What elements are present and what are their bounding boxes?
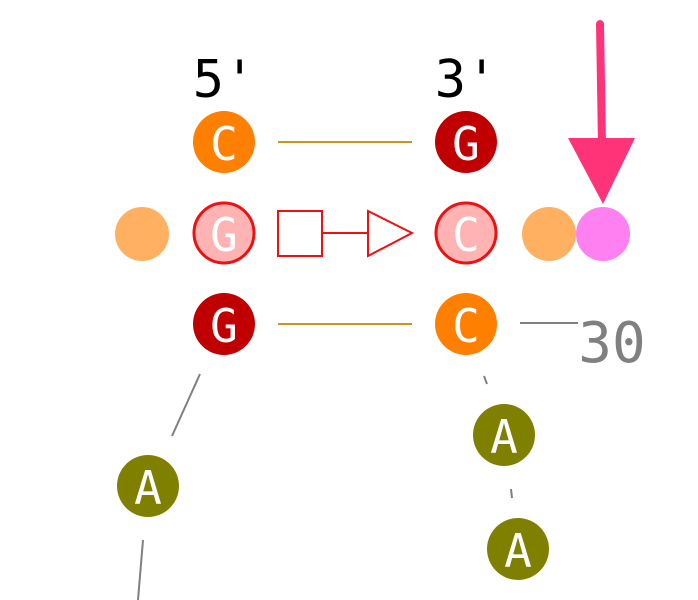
orange-dot-right <box>522 207 576 261</box>
nucleotide-g: G <box>193 293 255 355</box>
nucleotide-c: C <box>435 293 497 355</box>
five-prime-label: 5' <box>193 50 256 110</box>
noncanonical-pair-symbol <box>277 209 415 258</box>
arrow-down-icon <box>568 20 635 204</box>
nucleotide-letter: C <box>452 208 480 262</box>
nucleotide-letter: A <box>504 524 532 578</box>
orange-dot-left <box>115 207 169 261</box>
nucleotide-letter: C <box>452 299 480 353</box>
nucleotide-letter: G <box>210 299 238 353</box>
nucleotide-g-highlighted: G <box>192 201 256 265</box>
backbone-segment <box>510 488 513 499</box>
three-prime-label: 3' <box>435 50 498 110</box>
backbone-segment <box>483 375 488 385</box>
nucleotide-a: A <box>473 404 535 466</box>
nucleotide-letter: A <box>134 461 162 515</box>
nucleotide-letter: G <box>210 208 238 262</box>
nucleotide-c-highlighted: C <box>434 201 498 265</box>
backbone-segment <box>171 373 201 437</box>
position-number-label: 30 <box>578 311 645 376</box>
nucleotide-letter: C <box>210 117 238 171</box>
nucleotide-letter: A <box>490 410 518 464</box>
nucleotide-g: G <box>435 111 497 173</box>
backbone-segment <box>137 539 144 600</box>
nucleotide-a: A <box>117 455 179 517</box>
pink-dot <box>576 207 630 261</box>
nucleotide-letter: G <box>452 117 480 171</box>
nucleotide-a: A <box>487 518 549 580</box>
nucleotide-c: C <box>193 111 255 173</box>
